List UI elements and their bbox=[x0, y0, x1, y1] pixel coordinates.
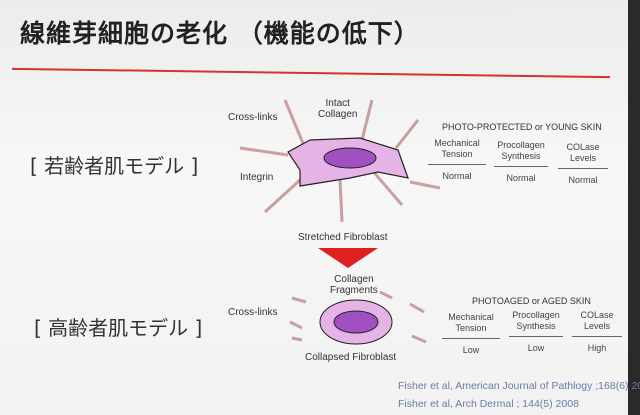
col-value: Normal bbox=[568, 175, 598, 185]
reference-1: Fisher et al, American Journal of Pathlo… bbox=[398, 380, 640, 392]
col-value: Normal bbox=[442, 171, 472, 181]
down-arrow-icon bbox=[318, 248, 378, 268]
slide-title: 線維芽細胞の老化 （機能の低下） bbox=[20, 19, 420, 48]
aged-nucleus bbox=[333, 310, 379, 334]
label-collagen-fragments: Collagen Fragments bbox=[330, 274, 378, 296]
reference-2: Fisher et al, Arch Dermal ; 144(5) 2008 bbox=[398, 398, 579, 410]
label-intact-collagen: Intact Collagen bbox=[318, 98, 358, 120]
col-value: High bbox=[587, 343, 607, 353]
aged-skin-header: PHOTOAGED or AGED SKIN bbox=[472, 296, 591, 306]
label-integrin: Integrin bbox=[240, 172, 274, 183]
label-crosslinks-aged: Cross-links bbox=[228, 307, 278, 318]
young-model-label: [ 若齢者肌モデル ] bbox=[30, 154, 199, 178]
col-value: Low bbox=[462, 345, 480, 355]
col-name: Procollagen Synthesis bbox=[497, 140, 545, 161]
label-collapsed-fibroblast: Collapsed Fibroblast bbox=[305, 352, 397, 363]
young-skin-header: PHOTO-PROTECTED or YOUNG SKIN bbox=[442, 122, 602, 132]
col-name: COLase Levels bbox=[566, 142, 600, 163]
col-name: Mechanical Tension bbox=[448, 312, 494, 333]
col-name: COLase Levels bbox=[580, 310, 614, 331]
col-name: Procollagen Synthesis bbox=[512, 310, 560, 331]
label-stretched-fibroblast: Stretched Fibroblast bbox=[298, 232, 388, 243]
young-fibers bbox=[239, 99, 441, 223]
col-value: Normal bbox=[506, 173, 536, 183]
aged-model-label: [ 高齢者肌モデル ] bbox=[34, 316, 203, 340]
col-name: Mechanical Tension bbox=[434, 138, 480, 159]
col-value: Low bbox=[527, 343, 545, 353]
aged-fibers bbox=[289, 290, 427, 344]
label-crosslinks-young: Cross-links bbox=[228, 112, 278, 123]
young-nucleus bbox=[323, 147, 377, 169]
